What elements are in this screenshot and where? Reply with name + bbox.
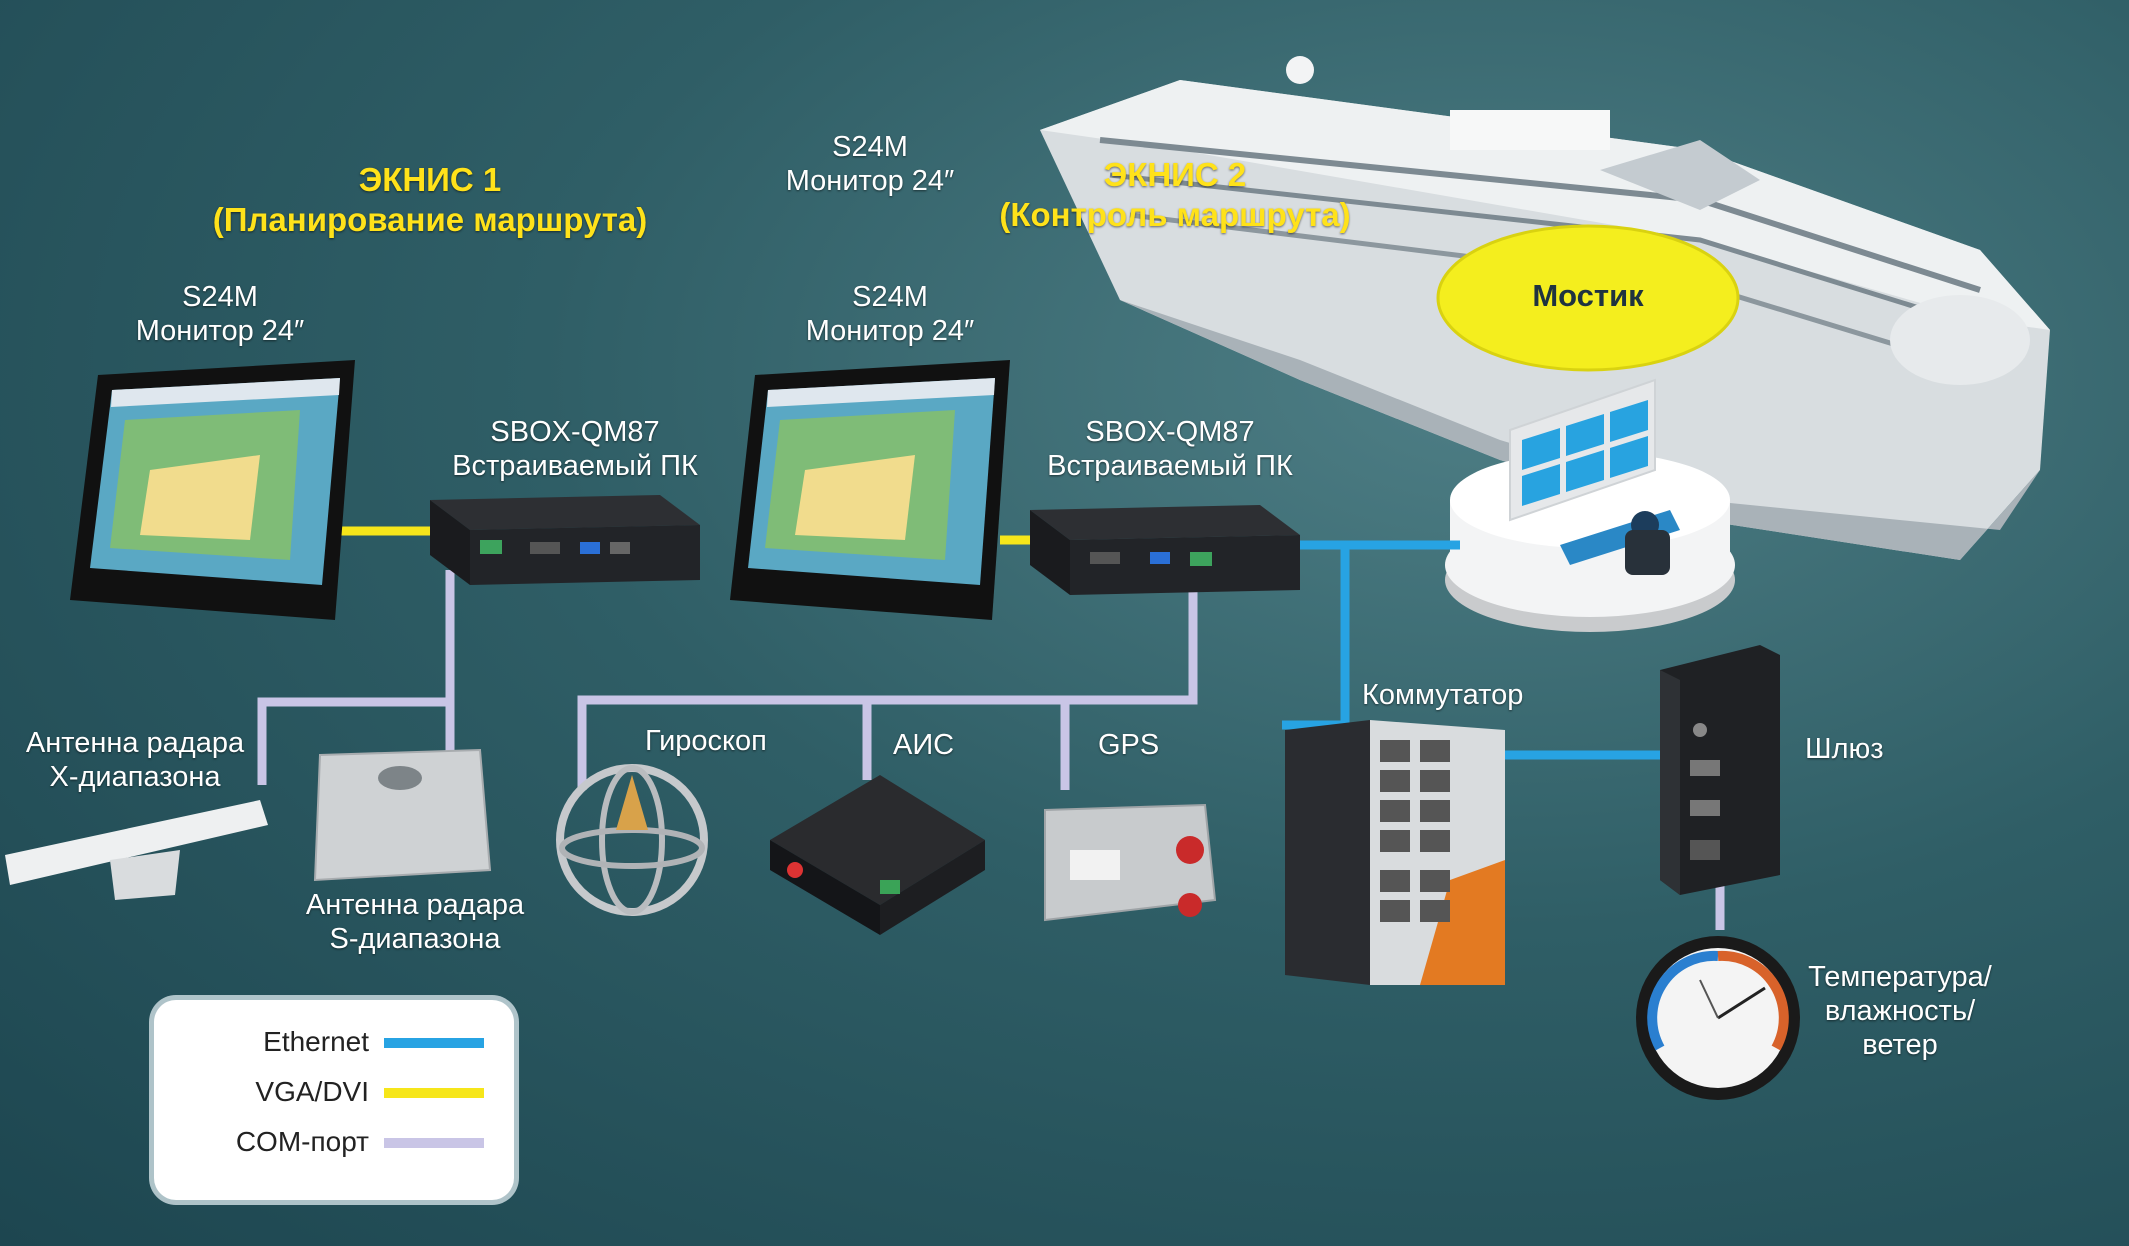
legend-label: COM-порт [235, 1126, 369, 1157]
com-port-connections [257, 570, 1725, 930]
gyroscope-label: Гироскоп [645, 725, 767, 757]
radar-s-illustration [313, 748, 492, 882]
monitor-left-illustration [70, 360, 355, 620]
bridge-console-illustration [1445, 378, 1735, 632]
ais-illustration [770, 775, 985, 935]
legend-swatch [384, 1138, 484, 1148]
radar-x-label: Антенна радара X-диапазона [25, 727, 245, 793]
weather-sensor-label: Температура/ влажность/ ветер [1808, 961, 1992, 1061]
gateway-illustration [1660, 645, 1780, 895]
gateway-label: Шлюз [1805, 733, 1884, 765]
legend-swatch [384, 1088, 484, 1098]
switch-label: Коммутатор [1362, 679, 1524, 711]
legend-label: Ethernet [263, 1026, 369, 1057]
switch-illustration [1285, 720, 1505, 985]
ecdis2-title: ЭКНИС 2 (Контроль маршрута) [999, 156, 1351, 233]
bridge-label: Мостик [1532, 278, 1644, 313]
gyroscope-illustration [556, 764, 708, 916]
gps-label: GPS [1098, 729, 1160, 761]
legend-item-vga-dvi: VGA/DVI [154, 1072, 514, 1112]
legend-item-ethernet: Ethernet [154, 1022, 514, 1062]
gps-illustration [1044, 803, 1217, 922]
monitor-center-top-label: S24M Монитор 24″ [785, 131, 955, 197]
bridge-ellipse [1436, 224, 1740, 372]
ais-label: АИС [893, 729, 955, 761]
radar-s-label: Антенна радара S-диапазона [305, 889, 525, 955]
radar-x-illustration [5, 800, 268, 900]
pc-left-illustration [430, 495, 700, 585]
ecdis1-title: ЭКНИС 1 (Планирование маршрута) [212, 161, 648, 238]
ethernet-connections [1282, 540, 1660, 760]
pc-right-label: SBOX-QM87 Встраиваемый ПК [1047, 416, 1293, 482]
legend-label: VGA/DVI [255, 1076, 369, 1107]
pc-left-label: SBOX-QM87 Встраиваемый ПК [452, 416, 698, 482]
monitor-center-illustration [730, 360, 1010, 620]
monitor-center-label: S24M Монитор 24″ [805, 281, 975, 347]
pc-right-illustration [1030, 505, 1300, 595]
legend-swatch [384, 1038, 484, 1048]
monitor-left-label: S24M Монитор 24″ [135, 281, 305, 347]
legend: Ethernet VGA/DVI COM-порт [154, 1000, 514, 1200]
vga-dvi-connections [340, 526, 1030, 545]
weather-sensor-illustration [1636, 936, 1800, 1100]
legend-item-com-port: COM-порт [154, 1122, 514, 1162]
